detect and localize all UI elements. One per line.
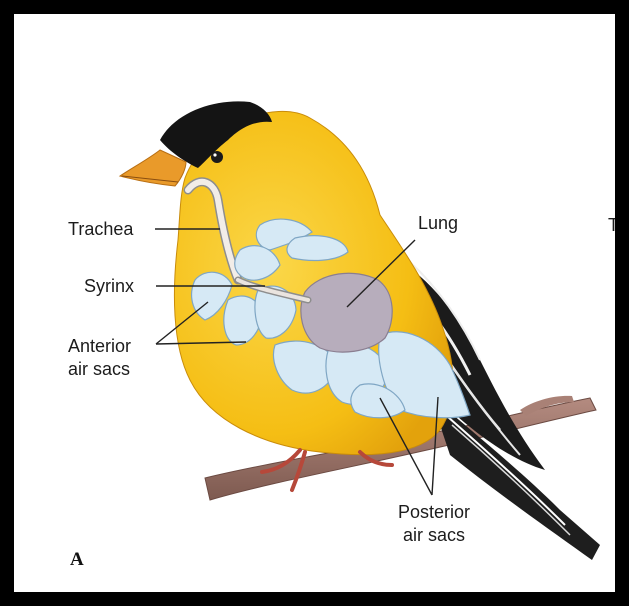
label-posterior-line2: air sacs [388, 525, 480, 546]
label-anterior-line2: air sacs [68, 359, 130, 380]
label-anterior-line1: Anterior [68, 336, 131, 357]
beak [120, 150, 186, 186]
label-lung: Lung [418, 213, 458, 234]
label-posterior-line1: Posterior [388, 502, 480, 523]
cut-off-letter: T [608, 215, 615, 236]
eye [211, 151, 223, 163]
figure-letter: A [70, 549, 84, 571]
bird-anatomy-illustration [14, 14, 615, 592]
label-syrinx: Syrinx [84, 276, 134, 297]
label-trachea: Trachea [68, 219, 133, 240]
lung [301, 273, 392, 352]
figure-panel: Trachea Syrinx Anterior air sacs Lung Po… [14, 14, 615, 592]
